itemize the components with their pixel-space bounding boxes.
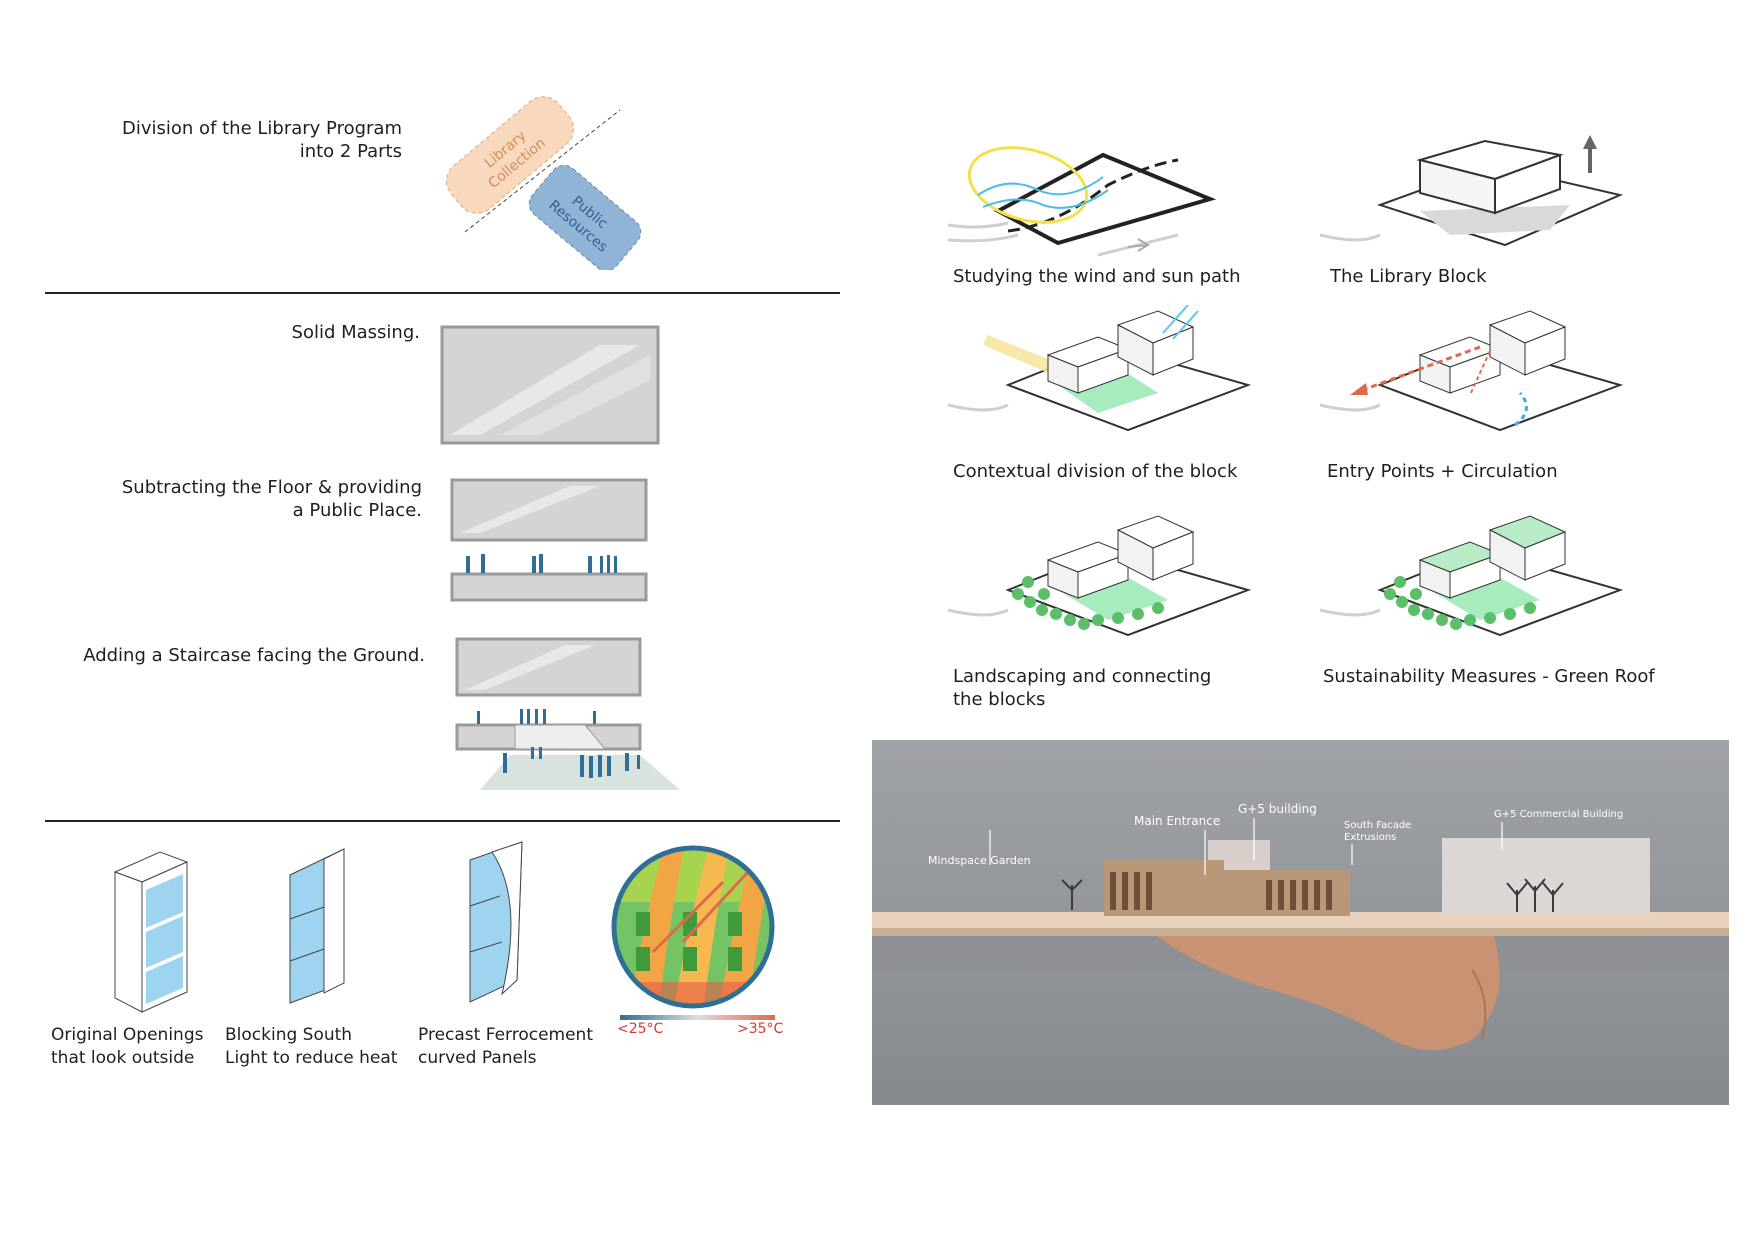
program-division-diagram: Library Collection Public Resources <box>440 80 660 270</box>
division-title-line1: Division of the Library Program <box>60 117 402 140</box>
facade-caption-3-line1: Precast Ferrocement <box>418 1024 593 1047</box>
contextual-division-diagram <box>948 305 1258 440</box>
caption-green-roof: Sustainability Measures - Green Roof <box>1323 665 1655 688</box>
caption-wind-sun: Studying the wind and sun path <box>953 265 1241 288</box>
annotation-mindspace-garden: Mindspace Garden <box>928 854 1031 867</box>
annotation-commercial-building: G+5 Commercial Building <box>1494 809 1623 820</box>
original-openings-diagram <box>105 850 195 1015</box>
heat-analysis-circle <box>608 842 778 1012</box>
caption-landscaping-line2: the blocks <box>953 688 1211 711</box>
annotation-south-facade-line2: Extrusions <box>1344 832 1396 843</box>
physical-model-photo: Mindspace Garden Main Entrance G+5 build… <box>872 740 1729 1105</box>
caption-library-block: The Library Block <box>1330 265 1487 288</box>
annotation-main-entrance: Main Entrance <box>1134 814 1220 828</box>
facade-caption-3-line2: curved Panels <box>418 1047 593 1070</box>
library-block-diagram <box>1320 135 1630 270</box>
facade-caption-1: Original Openings that look outside <box>51 1024 203 1070</box>
staircase-diagram <box>455 635 705 795</box>
facade-caption-1-line2: that look outside <box>51 1047 203 1070</box>
facade-caption-1-line1: Original Openings <box>51 1024 203 1047</box>
subtract-label: Subtracting the Floor & providing a Publ… <box>60 476 422 522</box>
annotation-south-facade: South Facade <box>1344 820 1411 831</box>
subtracted-floor-diagram <box>450 478 650 603</box>
section-divider-1 <box>45 292 840 294</box>
solid-massing-block <box>440 325 662 447</box>
temp-high-label: >35°C <box>737 1021 783 1037</box>
subtract-line1: Subtracting the Floor & providing <box>60 476 422 499</box>
caption-entry-points: Entry Points + Circulation <box>1327 460 1558 483</box>
section-divider-2 <box>45 820 840 822</box>
green-roof-diagram <box>1320 510 1630 650</box>
facade-caption-2-line2: Light to reduce heat <box>225 1047 397 1070</box>
solid-massing-label: Solid Massing. <box>150 321 420 344</box>
caption-landscaping-line1: Landscaping and connecting <box>953 665 1211 688</box>
temp-low-label: <25°C <box>617 1021 663 1037</box>
caption-landscaping: Landscaping and connecting the blocks <box>953 665 1211 711</box>
precast-panels-diagram <box>462 840 532 1005</box>
people-figures <box>466 554 617 573</box>
facade-caption-2-line1: Blocking South <box>225 1024 397 1047</box>
facade-caption-3: Precast Ferrocement curved Panels <box>418 1024 593 1070</box>
wind-sun-path-diagram <box>948 135 1238 270</box>
division-title-line2: into 2 Parts <box>60 140 402 163</box>
landscaping-diagram <box>948 510 1258 650</box>
entry-circulation-diagram <box>1320 305 1630 440</box>
division-title: Division of the Library Program into 2 P… <box>60 117 402 163</box>
facade-caption-2: Blocking South Light to reduce heat <box>225 1024 397 1070</box>
caption-contextual-division: Contextual division of the block <box>953 460 1237 483</box>
annotation-g5-building: G+5 building <box>1238 802 1317 816</box>
subtract-line2: a Public Place. <box>60 499 422 522</box>
blocking-south-diagram <box>282 845 357 1005</box>
staircase-label: Adding a Staircase facing the Ground. <box>60 644 425 667</box>
